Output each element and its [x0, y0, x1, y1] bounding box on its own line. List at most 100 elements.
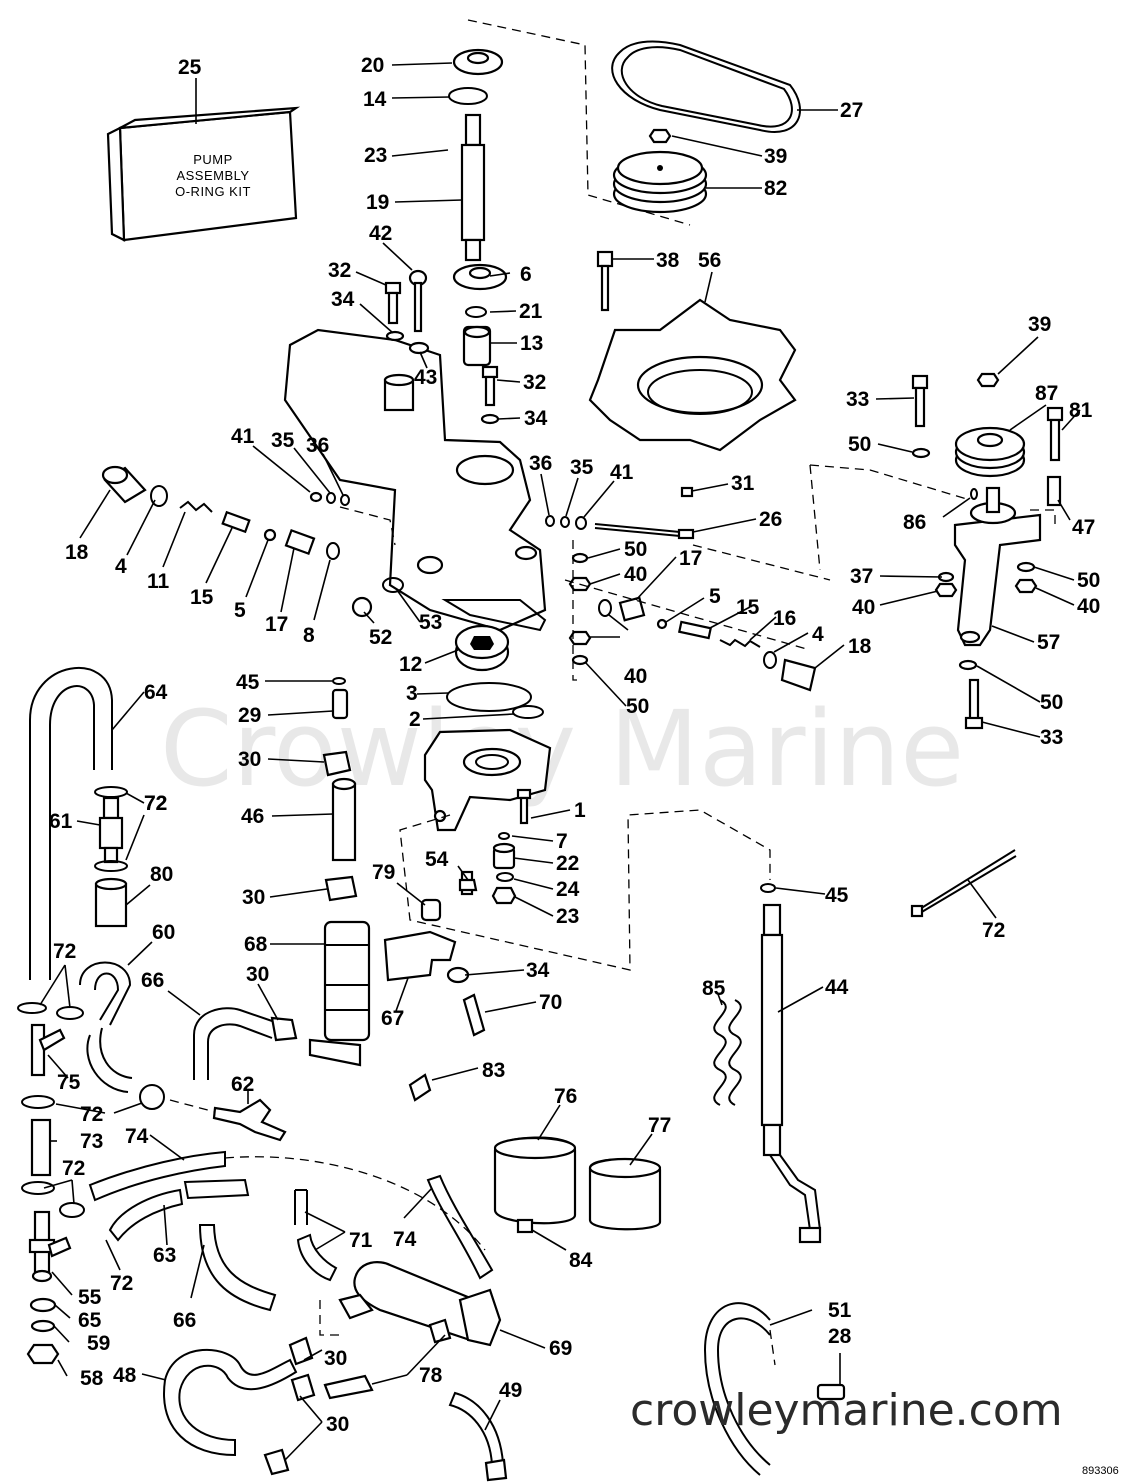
- callout-86: 86: [903, 511, 926, 534]
- callout-23b: 23: [556, 905, 579, 928]
- callout-79: 79: [372, 861, 395, 884]
- pump-gear-rings: [446, 624, 544, 719]
- callout-17b: 17: [679, 547, 702, 570]
- callout-72e: 72: [80, 1103, 103, 1126]
- callout-30b: 30: [242, 886, 265, 909]
- callout-6: 6: [520, 263, 532, 286]
- callout-33: 33: [846, 388, 869, 411]
- callout-43: 43: [414, 366, 437, 389]
- callout-40c: 40: [1077, 595, 1100, 618]
- adapter-plate-56: [588, 298, 797, 452]
- callout-71: 71: [349, 1229, 373, 1252]
- callout-32b: 32: [523, 371, 546, 394]
- drive-belt: [611, 40, 801, 133]
- callout-64: 64: [144, 681, 168, 704]
- clamp-bracket-67: [383, 898, 486, 1037]
- fitting-55-stack: [26, 1210, 72, 1365]
- callout-66b: 66: [173, 1309, 196, 1332]
- callout-31: 31: [731, 472, 755, 495]
- callout-12: 12: [399, 653, 422, 676]
- callout-46: 46: [241, 805, 264, 828]
- callout-72d: 72: [53, 940, 76, 963]
- pump-body-lower: [423, 728, 552, 832]
- callout-53: 53: [419, 611, 442, 634]
- drive-shaft-stack: [448, 48, 508, 367]
- callout-72g: 72: [110, 1272, 133, 1295]
- callout-72f: 72: [62, 1157, 85, 1180]
- callout-1: 1: [574, 799, 586, 822]
- callout-33b: 33: [1040, 726, 1063, 749]
- callout-36: 36: [306, 434, 329, 457]
- kit-line-2: ASSEMBLY: [176, 168, 249, 183]
- leader-lines: [39, 62, 1081, 1461]
- callout-22: 22: [556, 852, 579, 875]
- callout-75: 75: [57, 1071, 81, 1094]
- callout-4: 4: [115, 555, 127, 578]
- fuel-filter-69: [319, 1261, 502, 1400]
- callout-72b: 72: [144, 792, 167, 815]
- callout-54: 54: [425, 848, 449, 871]
- sleeves-76-77: [493, 1136, 662, 1234]
- callout-8: 8: [303, 624, 315, 647]
- callout-35b: 35: [570, 456, 594, 479]
- callout-42: 42: [369, 222, 392, 245]
- callout-40b: 40: [852, 596, 875, 619]
- callout-26: 26: [759, 508, 782, 531]
- callout-38: 38: [656, 249, 680, 272]
- callout-30e: 30: [326, 1413, 349, 1436]
- idler-pulley-87: [911, 372, 1064, 507]
- idler-bracket-57: [934, 486, 1042, 730]
- callout-2: 2: [409, 708, 421, 731]
- callout-25: 25: [178, 56, 202, 79]
- left-valve-parts: [101, 465, 404, 618]
- callout-34b: 34: [524, 407, 548, 430]
- callout-69: 69: [549, 1337, 572, 1360]
- callout-19: 19: [366, 191, 389, 214]
- callout-29: 29: [238, 704, 261, 727]
- watermark-text: Crowley Marine: [160, 688, 964, 810]
- callout-17: 17: [265, 613, 288, 636]
- callout-51: 51: [828, 1299, 852, 1322]
- callout-60: 60: [152, 921, 175, 944]
- drawing-number: 893306: [1082, 1465, 1119, 1477]
- callout-83: 83: [482, 1059, 505, 1082]
- callout-59: 59: [87, 1332, 110, 1355]
- o-ring-kit-box: PUMP ASSEMBLY O-RING KIT: [106, 106, 301, 242]
- callout-16: 16: [773, 607, 796, 630]
- callout-28: 28: [828, 1325, 852, 1348]
- callout-70: 70: [539, 991, 562, 1014]
- callout-50e: 50: [1040, 691, 1063, 714]
- hose-44-and-misc: [703, 849, 1017, 1476]
- callout-78: 78: [419, 1364, 443, 1387]
- callout-74: 74: [125, 1125, 149, 1148]
- callout-27: 27: [840, 99, 863, 122]
- callout-56: 56: [698, 249, 721, 272]
- callout-7: 7: [556, 830, 568, 853]
- callout-34: 34: [331, 288, 355, 311]
- callout-40d: 40: [624, 665, 647, 688]
- callout-44: 44: [825, 976, 849, 999]
- callout-77: 77: [648, 1114, 671, 1137]
- callout-68: 68: [244, 933, 268, 956]
- callout-74b: 74: [393, 1228, 417, 1251]
- callout-61: 61: [49, 810, 73, 833]
- pump-housing: [283, 328, 547, 632]
- callout-30c: 30: [246, 963, 269, 986]
- callout-62: 62: [231, 1073, 254, 1096]
- callout-15b: 15: [736, 596, 760, 619]
- fitting-parts: [458, 832, 517, 905]
- callout-45: 45: [236, 671, 260, 694]
- callout-72: 72: [144, 792, 167, 815]
- callout-57: 57: [1037, 631, 1060, 654]
- callout-72c: 72: [982, 919, 1005, 942]
- callout-40: 40: [624, 563, 647, 586]
- callout-50: 50: [848, 433, 871, 456]
- callout-23: 23: [364, 144, 387, 167]
- hose-60-66: [79, 961, 298, 1110]
- callout-41: 41: [231, 425, 255, 448]
- callout-45b: 45: [825, 884, 849, 907]
- tee-fitting-62: [169, 1073, 432, 1142]
- bolt-38: [596, 250, 614, 312]
- callout-50d: 50: [626, 695, 649, 718]
